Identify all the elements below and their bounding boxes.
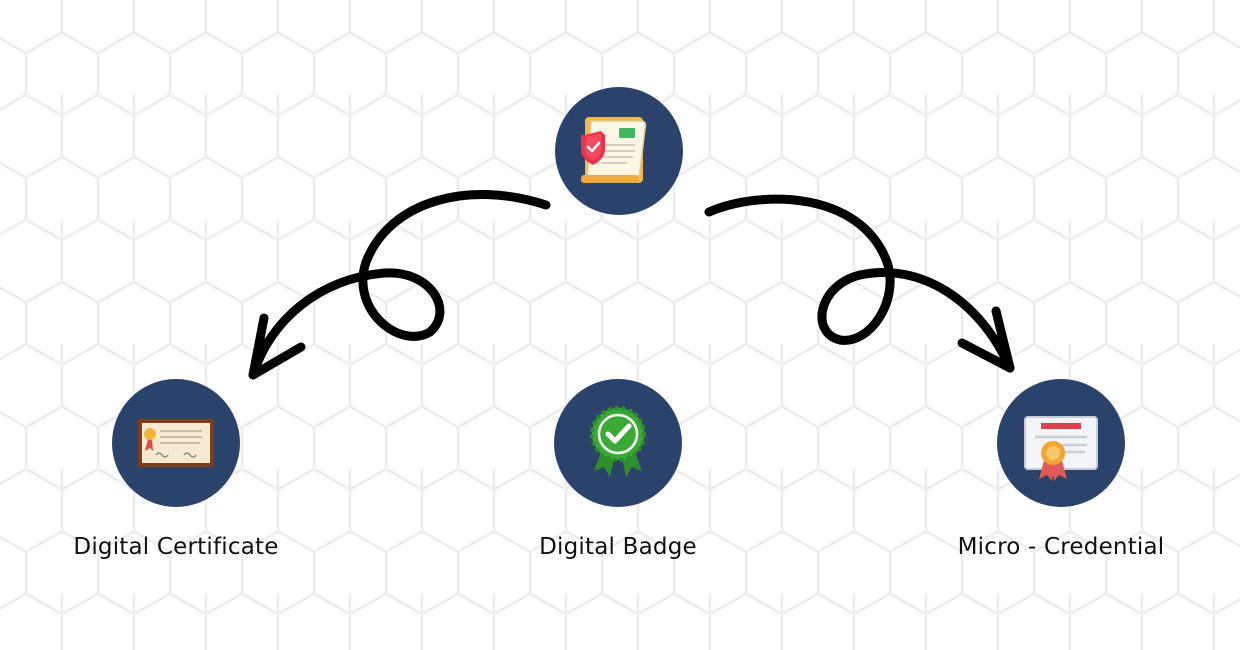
micro-credential-node xyxy=(997,379,1125,507)
secure-document-icon xyxy=(581,117,647,183)
left-curly-arrow xyxy=(248,190,551,380)
micro-credential-label: Micro - Credential xyxy=(957,534,1165,560)
right-curly-arrow xyxy=(704,194,1015,373)
framed-certificate-icon xyxy=(138,419,214,467)
left-arrowhead xyxy=(248,313,306,380)
award-certificate-icon xyxy=(1024,416,1098,481)
top-document-node xyxy=(555,87,683,215)
digital-certificate-node xyxy=(112,379,240,507)
check-badge-icon xyxy=(590,406,646,477)
digital-badge-node xyxy=(554,379,682,507)
digital-certificate-label: Digital Certificate xyxy=(73,534,279,560)
right-arrowhead xyxy=(957,306,1015,373)
digital-badge-label: Digital Badge xyxy=(539,534,697,560)
